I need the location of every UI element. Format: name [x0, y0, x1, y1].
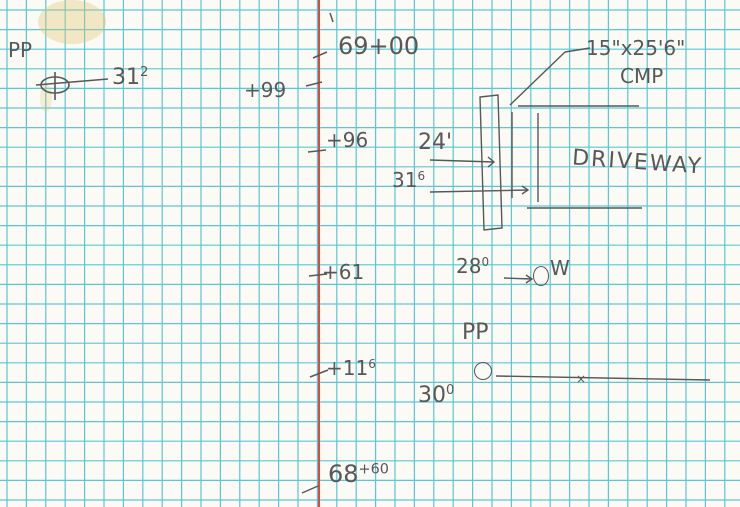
bottom-pp-value: 300 [418, 384, 454, 407]
top-left-pp-label: PP [8, 38, 33, 62]
top-left-pp-value: 312 [112, 66, 148, 89]
station-68-60-sup: +60 [358, 461, 389, 478]
pipe-type-label: CMP [620, 64, 664, 88]
offset-plus-11: +116 [326, 358, 376, 378]
marker-suffix: W [550, 256, 570, 280]
pipe-left-value-main: 31 [392, 168, 418, 193]
offset-plus-11-sup: 6 [368, 357, 376, 371]
cross-mark: × [576, 372, 586, 386]
marker-circle [533, 266, 549, 286]
offset-plus-61: +61 [322, 260, 365, 284]
offset-plus-99: +99 [244, 78, 287, 102]
bottom-pp-value-sup: 0 [446, 383, 455, 398]
station-ticks [301, 12, 334, 494]
bottom-pp-label: PP [462, 320, 489, 345]
pipe-left-value-sup: 6 [417, 169, 426, 183]
station-68-60: 68+60 [328, 462, 389, 486]
stain-mark [38, 0, 106, 44]
bottom-pp-value-main: 30 [418, 382, 446, 408]
offset-plus-11-main: +11 [326, 356, 369, 381]
offset-plus-96: +96 [326, 128, 369, 152]
station-69-00: 69+00 [338, 32, 420, 60]
marker-value-sup: 0 [481, 255, 490, 269]
pipe-left-value: 316 [392, 170, 425, 190]
stain-mark-2 [40, 84, 52, 112]
marker-value: 280 [456, 256, 489, 276]
marker-value-main: 28 [456, 254, 482, 279]
power-pole-symbol [35, 72, 109, 100]
station-68-60-main: 68 [328, 460, 359, 488]
bottom-pp-circle [474, 362, 492, 380]
top-left-pp-value-sup: 2 [140, 65, 149, 80]
pipe-length-label: 24' [418, 130, 453, 155]
top-left-pp-value-main: 31 [112, 64, 140, 90]
culvert-sketch [429, 47, 711, 381]
pipe-size-note: 15"x25'6" [586, 36, 686, 60]
